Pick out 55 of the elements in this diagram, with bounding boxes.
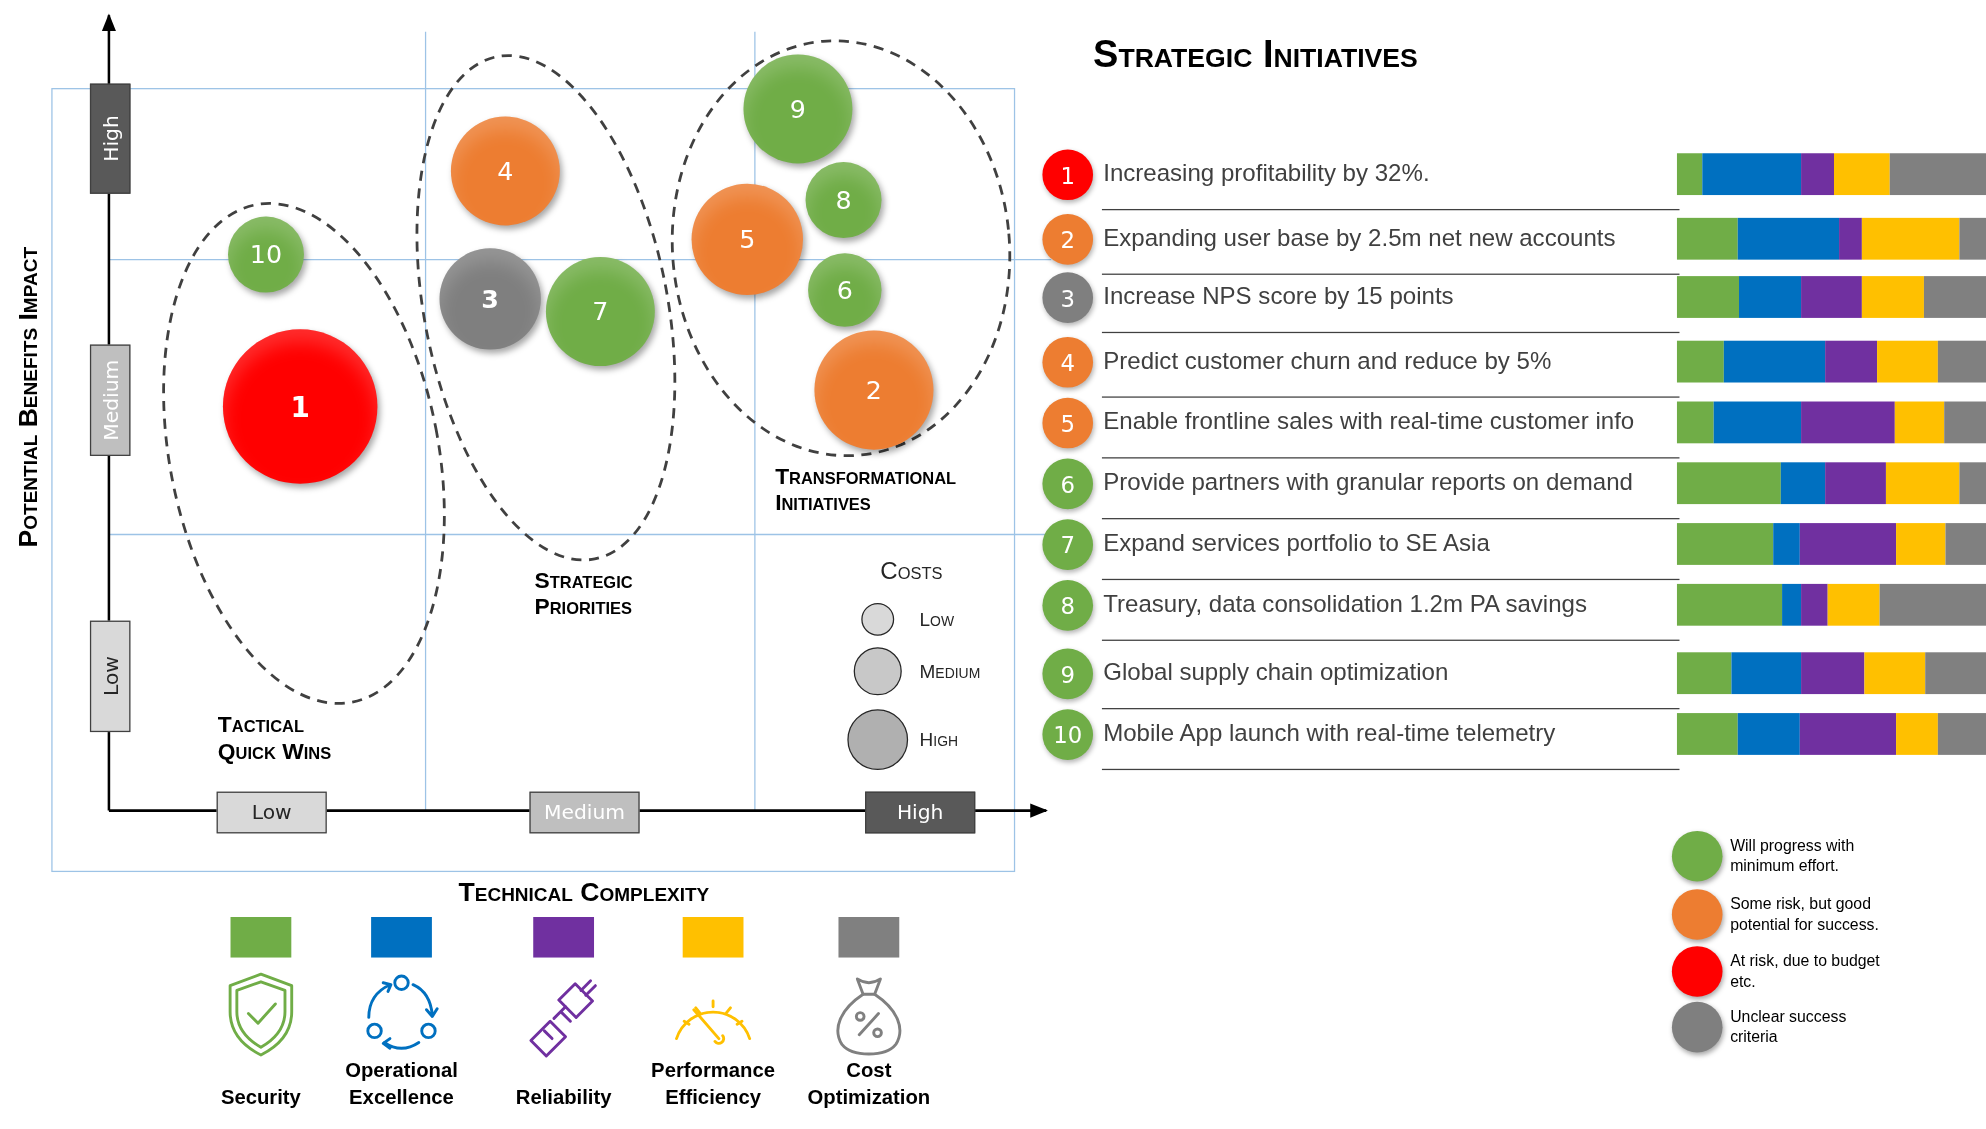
number-circle: 9 (1042, 648, 1094, 700)
number-circle: 5 (1042, 397, 1094, 449)
initiative-text: Expand services portfolio to SE Asia (1103, 529, 1490, 558)
initiative-text: Provide partners with granular reports on demand (1103, 468, 1633, 497)
legend-text: At risk, due to budget etc. (1730, 951, 1881, 992)
legend-text: Low (919, 607, 955, 630)
group-label: Tactical Quick Wins (217, 711, 333, 765)
legend-text: Performance Efficiency (650, 1057, 777, 1111)
initiative-text: Treasury, data consolidation 1.2m PA savings (1103, 590, 1587, 619)
status-bubble: 4 (450, 116, 560, 226)
axis-level-box: Low (216, 791, 327, 834)
legend-text: Will progress with minimum effort. (1730, 836, 1856, 877)
axis-level-box: Medium (529, 791, 640, 834)
legend-text: Unclear success criteria (1730, 1007, 1848, 1048)
status-bubble: 8 (805, 162, 882, 239)
number-circle: 8 (1042, 580, 1094, 631)
legend-text: Reliability (514, 1085, 613, 1111)
title: Strategic Initiatives (1093, 32, 1418, 76)
initiative-text: Mobile App launch with real-time telemetry (1103, 719, 1556, 748)
group-label: Strategic Priorities (534, 567, 634, 621)
legend-text: High (919, 728, 959, 750)
status-bubble: 10 (228, 216, 304, 293)
initiative-text: Enable frontline sales with real-time customer info (1103, 407, 1635, 436)
status-bubble: 9 (743, 54, 853, 164)
initiative-text: Global supply chain optimization (1103, 658, 1449, 687)
axis-title: Technical Complexity (458, 876, 710, 907)
group-label: Transformational Initiatives (775, 463, 958, 517)
initiative-text: Predict customer churn and reduce by 5% (1103, 347, 1552, 375)
number-circle: 4 (1042, 336, 1094, 388)
number-circle: 2 (1042, 214, 1094, 265)
initiative-text: Increase NPS score by 15 points (1103, 282, 1454, 311)
axis-level-box: Medium (89, 344, 131, 456)
legend-text: Cost Optimization (806, 1057, 932, 1111)
status-bubble: 3 (439, 248, 541, 350)
initiative-text: Increasing profitability by 32%. (1103, 159, 1430, 188)
number-circle: 1 (1042, 149, 1094, 201)
status-bubble: 1 (222, 329, 378, 484)
legend-text: Security (219, 1085, 302, 1111)
legend-text: Some risk, but good potential for success. (1730, 894, 1880, 935)
number-circle: 6 (1042, 458, 1094, 510)
status-bubble: 6 (808, 253, 882, 327)
legend-text: Operational Excellence (344, 1057, 459, 1111)
axis-level-box: Low (89, 620, 131, 733)
axis-title: Potential Benefits Impact (12, 247, 43, 548)
axis-level-box: High (89, 83, 131, 194)
status-bubble: 2 (814, 330, 934, 450)
number-circle: 10 (1042, 709, 1094, 760)
axis-level-box: High (865, 791, 976, 834)
legend-text: Medium (919, 659, 981, 682)
number-circle: 3 (1042, 272, 1094, 323)
number-circle: 7 (1042, 519, 1094, 570)
status-bubble: 7 (545, 257, 655, 367)
status-bubble: 5 (691, 183, 803, 296)
initiative-text: Expanding user base by 2.5m net new accounts (1103, 224, 1616, 253)
legend-heading: Costs (880, 557, 943, 586)
